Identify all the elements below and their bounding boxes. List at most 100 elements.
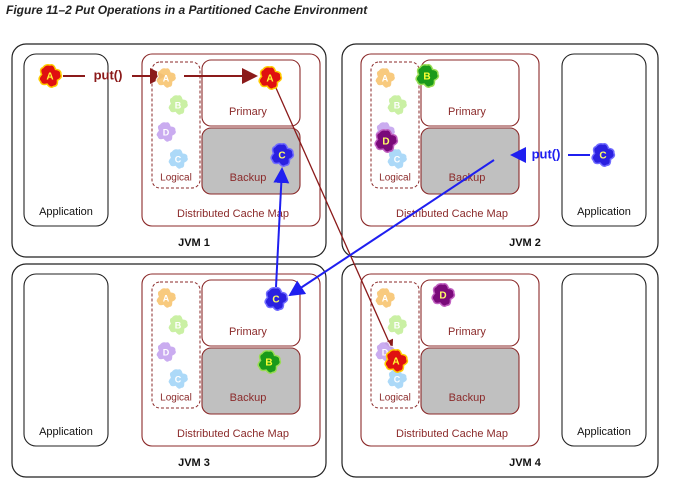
jvm3-primary-entry-c-shape — [264, 286, 289, 311]
jvm2-application-label: Application — [577, 206, 631, 218]
jvm1-primary-label: Primary — [229, 106, 267, 118]
jvm1-application-entry-a: A — [38, 63, 63, 88]
jvm1-logical-box — [151, 61, 201, 189]
jvm2-application-entry-c: C — [591, 142, 616, 167]
jvm4-name: JVM 4 — [509, 457, 542, 469]
jvm2-logical-entry-b-shape — [386, 94, 408, 116]
jvm4-logical-entry-a-letter: A — [382, 293, 389, 303]
jvm3-backup-entry-b-shape — [257, 349, 282, 374]
jvm3-cache-map-label: Distributed Cache Map — [177, 428, 289, 440]
jvm1-put-label: put() — [94, 67, 123, 82]
jvm1-application-label: Application — [39, 206, 93, 218]
jvm4-logical-entry-b-shape — [386, 314, 408, 336]
jvm1-logical-entry-b-letter: B — [175, 100, 182, 110]
jvm1-backup-entry-c-letter: C — [278, 151, 285, 162]
jvm2-logical-box — [370, 61, 420, 189]
jvm1-backup-entry-c-shape — [270, 142, 295, 167]
jvm4-container: JVM 4 Application Distributed Cache Map Log… — [341, 263, 659, 478]
jvm3-logical-entry-a-shape — [155, 287, 177, 309]
jvm4-primary-entry-d-letter: D — [439, 291, 446, 302]
jvm2-put-label: put() — [532, 146, 561, 161]
jvm2-cache-map-label: Distributed Cache Map — [396, 208, 508, 220]
jvm1-primary-entry-a-letter: A — [266, 74, 273, 85]
jvm3-logical-entry-c-letter: C — [175, 374, 182, 384]
jvm2-application-box — [561, 53, 647, 227]
figure-title: Figure 11–2 Put Operations in a Partitio… — [6, 3, 368, 17]
jvm2-primary-entry-b: B — [415, 63, 440, 88]
jvm1-logical-entry-a-letter: A — [163, 73, 170, 83]
jvm4-logical-entry-d-letter: D — [382, 347, 389, 357]
jvm2-logical-entry-c-letter: C — [394, 154, 401, 164]
jvm3-primary-label: Primary — [229, 326, 267, 338]
jvm2-primary-box — [420, 59, 520, 127]
jvm1-logical-label: Logical — [160, 173, 192, 184]
backup-arrow-a — [275, 87, 394, 351]
jvm1-backup-entry-c: C — [270, 142, 295, 167]
jvm3-logical-entry-b-shape — [167, 314, 189, 336]
jvm3-backup-entry-b-letter: B — [265, 358, 272, 369]
jvm3-logical-entry-c-shape — [167, 368, 189, 390]
jvm3-logical-entry-a: A — [155, 287, 177, 309]
jvm3-logical-entry-d-shape — [155, 341, 177, 363]
jvm4-application-box — [561, 273, 647, 447]
jvm3-backup-label: Backup — [230, 392, 267, 404]
jvm4-backup-entry-a: A — [384, 348, 409, 373]
jvm2-backup-entry-d-letter: D — [382, 137, 389, 148]
jvm1-logical-entry-d: D — [155, 121, 177, 143]
jvm1-backup-label: Backup — [230, 172, 267, 184]
jvm4-backup-label: Backup — [449, 392, 486, 404]
jvm1-logical-entry-a: A — [155, 67, 177, 89]
jvm3-logical-entry-a-letter: A — [163, 293, 170, 303]
jvm1-primary-entry-a-shape — [258, 65, 283, 90]
jvm1-cache-map-label: Distributed Cache Map — [177, 208, 289, 220]
jvm2-logical-label: Logical — [379, 173, 411, 184]
jvm3-application-label: Application — [39, 426, 93, 438]
jvm4-logical-entry-c: C — [386, 368, 408, 390]
jvm2-primary-label: Primary — [448, 106, 486, 118]
jvm2-logical-entry-c-shape — [386, 148, 408, 170]
jvm2-backup-entry-d: D — [374, 128, 399, 153]
jvm1-logical-entry-b-shape — [167, 94, 189, 116]
jvm3-logical-entry-d: D — [155, 341, 177, 363]
jvm2-backup-box — [420, 127, 520, 195]
jvm1-application-box — [23, 53, 109, 227]
jvm3-logical-entry-b-letter: B — [175, 320, 182, 330]
jvm1-logical-entry-b: B — [167, 94, 189, 116]
jvm2-logical-entry-a-shape — [374, 67, 396, 89]
jvm4-cache-map-label: Distributed Cache Map — [396, 428, 508, 440]
jvm3-name: JVM 3 — [178, 457, 210, 469]
jvm2-primary-entry-b-letter: B — [423, 72, 430, 83]
jvm2-primary-entry-b-shape — [415, 63, 440, 88]
jvm1-primary-entry-a: A — [258, 65, 283, 90]
jvm1-logical-entry-d-letter: D — [163, 127, 170, 137]
jvm1-logical-entry-c-shape — [167, 148, 189, 170]
jvm2-logical-entry-c: C — [386, 148, 408, 170]
jvm4-backup-entry-a-shape — [384, 348, 409, 373]
jvm4-logical-entry-b: B — [386, 314, 408, 336]
jvm3-primary-entry-c-letter: C — [272, 295, 279, 306]
jvm4-logical-entry-c-shape — [386, 368, 408, 390]
jvm3-backup-entry-b: B — [257, 349, 282, 374]
jvm4-logical-label: Logical — [379, 393, 411, 404]
jvm3-container: JVM 3 Application Distributed Cache Map Log… — [11, 263, 327, 478]
jvm1-logical-entry-c-letter: C — [175, 154, 182, 164]
jvm3-logical-label: Logical — [160, 393, 192, 404]
jvm3-logical-entry-c: C — [167, 368, 189, 390]
jvm4-application-label: Application — [577, 426, 631, 438]
jvm4-logical-entry-a: A — [374, 287, 396, 309]
jvm3-application-box — [23, 273, 109, 447]
jvm3-logical-entry-d-letter: D — [163, 347, 170, 357]
jvm1-name: JVM 1 — [178, 237, 210, 249]
jvm4-logical-entry-c-letter: C — [394, 374, 401, 384]
primary-arrow-c — [288, 159, 495, 297]
jvm2-application-entry-c-shape — [591, 142, 616, 167]
jvm1-logical-entry-a-shape — [155, 67, 177, 89]
jvm4-primary-entry-d-shape — [431, 282, 456, 307]
jvm1-logical-entry-d-shape — [155, 121, 177, 143]
jvm3-logical-entry-b: B — [167, 314, 189, 336]
jvm4-backup-box — [420, 347, 520, 415]
jvm4-backup-entry-a-letter: A — [392, 357, 399, 368]
jvm2-logical-entry-a: A — [374, 67, 396, 89]
